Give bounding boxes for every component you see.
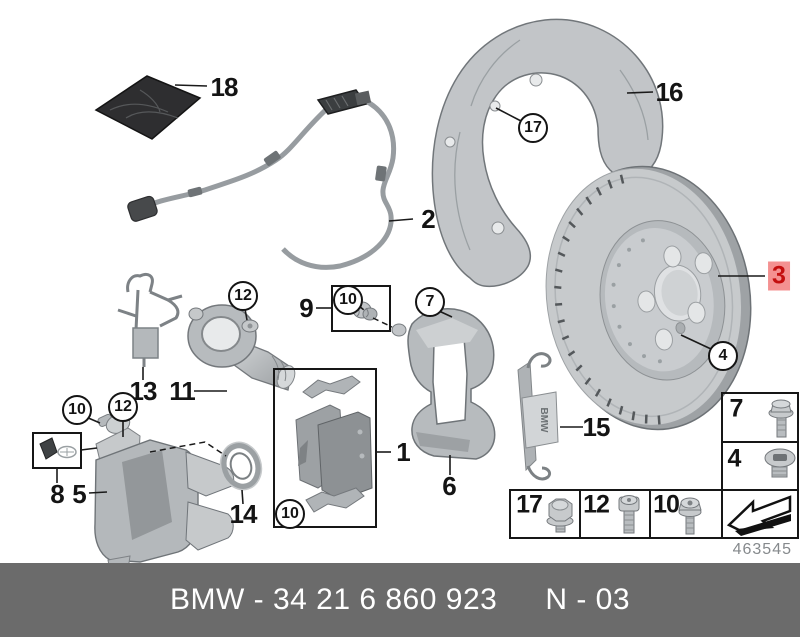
callout-5[interactable]: 5: [72, 479, 87, 509]
callout-18[interactable]: 18: [210, 72, 239, 102]
callout-10[interactable]: 10: [62, 395, 92, 425]
nut-17-icon: [546, 498, 574, 533]
callout-10[interactable]: 10: [333, 285, 363, 315]
callout-10[interactable]: 10: [653, 490, 680, 519]
callout-15[interactable]: 15: [582, 412, 611, 442]
footer-part-number-bar: BMW - 34 21 6 860 923 N - 03: [0, 563, 800, 637]
part-brake-pads: [295, 375, 373, 513]
callout-1[interactable]: 1: [396, 437, 411, 467]
bolt-10-icon: [678, 497, 702, 535]
callout-10[interactable]: 10: [275, 499, 305, 529]
part-seal-ring: [219, 441, 263, 491]
part-brake-disc: [545, 165, 752, 431]
drawing-number: 463545: [732, 541, 792, 558]
callout-6[interactable]: 6: [442, 471, 457, 501]
callout-8[interactable]: 8: [50, 479, 65, 509]
callout-12[interactable]: 12: [583, 490, 610, 519]
callout-2[interactable]: 2: [421, 204, 436, 234]
disc-set-screw-hole: [675, 322, 686, 335]
fastener-table: [509, 392, 799, 539]
callout-14[interactable]: 14: [229, 499, 258, 529]
callout-7[interactable]: 7: [729, 394, 744, 423]
part-actuator: [187, 304, 296, 391]
bolt-7-icon: [768, 399, 794, 438]
callout-9[interactable]: 9: [299, 293, 314, 323]
callout-7[interactable]: 7: [415, 287, 445, 317]
leader-lines: [56, 84, 765, 505]
callout-16[interactable]: 16: [655, 77, 684, 107]
plug-screw-4-icon: [764, 448, 796, 478]
footer-revision-code: N - 03: [545, 583, 631, 616]
part-guide-bolt: [352, 301, 378, 321]
part-retaining-spring: BMW: [517, 352, 559, 481]
callout-3[interactable]: 3: [768, 261, 790, 291]
callout-11[interactable]: 11: [169, 376, 195, 406]
disc-lug-holes: [637, 245, 713, 351]
screw-12-icon: [618, 495, 640, 534]
callout-4[interactable]: 4: [727, 444, 742, 473]
part-carrier: [391, 308, 496, 460]
callout-17[interactable]: 17: [518, 113, 548, 143]
callout-4[interactable]: 4: [708, 341, 738, 371]
clip-brand-text: BMW: [538, 408, 549, 434]
part-retaining-clip-kit: [39, 437, 77, 460]
part-grease-bag: [94, 75, 202, 140]
disc-hat-holes: [611, 238, 662, 364]
callout-12[interactable]: 12: [228, 281, 258, 311]
disc-vent-slots: [554, 174, 661, 425]
callout-17[interactable]: 17: [516, 490, 543, 519]
callout-12[interactable]: 12: [108, 392, 138, 422]
group-box-9: [331, 285, 391, 332]
diagram-canvas: BMW: [32, 18, 799, 563]
part-wear-sensor: [127, 89, 397, 270]
footer-part-number: BMW - 34 21 6 860 923: [169, 583, 498, 616]
group-box-1: [273, 368, 377, 528]
part-sensor-bracket: [117, 272, 183, 367]
direction-arrow-icon: [726, 495, 792, 536]
